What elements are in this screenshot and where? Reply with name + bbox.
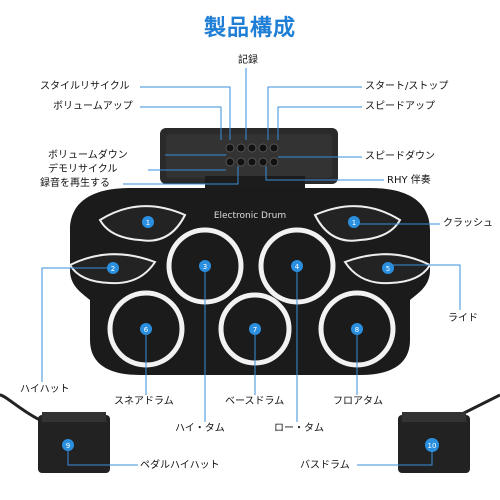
label-hihat: ハイハット [20, 384, 70, 395]
svg-text:3: 3 [203, 263, 207, 271]
label-low-tom: ロー・タム [274, 423, 324, 434]
left-pedal-cable [0, 393, 41, 422]
badge-4: 4 [291, 260, 303, 272]
badge-2: 2 [107, 262, 119, 274]
svg-text:1: 1 [146, 219, 150, 227]
label-snare: スネアドラム [114, 396, 174, 407]
svg-text:8: 8 [355, 326, 359, 334]
label-floor-tom: フロアタム [333, 396, 383, 407]
pad-brand-label: Electronic Drum [214, 211, 286, 221]
page-title: 製品構成 [203, 16, 296, 41]
svg-text:5: 5 [386, 265, 390, 273]
left-pedal [38, 412, 110, 473]
svg-text:2: 2 [111, 265, 115, 273]
badge-5: 5 [382, 262, 394, 274]
label-play-recording: 録音を再生する [40, 178, 110, 189]
label-style-recycle: スタイルリサイクル [40, 81, 130, 92]
label-crash: クラッシュ [443, 218, 493, 229]
label-volume-down: ボリュームダウン [48, 150, 128, 161]
svg-text:10: 10 [428, 442, 437, 450]
svg-text:6: 6 [144, 326, 149, 334]
label-demo-recycle: デモリサイクル [48, 164, 118, 175]
label-speed-up: スピードアップ [365, 101, 435, 112]
svg-text:1: 1 [352, 219, 356, 227]
badge-8: 8 [351, 323, 363, 335]
label-volume-up: ボリュームアップ [53, 101, 133, 112]
badge-9: 9 [62, 439, 74, 451]
label-bass-drum: バスドラム [300, 460, 350, 471]
badge-10: 10 [425, 438, 439, 452]
svg-text:4: 4 [295, 263, 300, 271]
svg-text:7: 7 [253, 326, 257, 334]
badge-1: 1 [142, 216, 154, 228]
badge-6: 6 [140, 323, 152, 335]
badge-7: 7 [249, 323, 261, 335]
label-rhy: RHY 伴奏 [387, 175, 431, 186]
label-pedal-hihat: ペダルハイハット [140, 460, 220, 471]
control-buttons [225, 143, 279, 167]
label-speed-down: スピードダウン [365, 151, 435, 162]
label-bass: ベースドラム [225, 396, 285, 407]
label-record: 記録 [238, 55, 258, 66]
svg-text:9: 9 [66, 442, 70, 450]
label-high-tom: ハイ・タム [175, 423, 225, 434]
label-ride: ライド [448, 313, 478, 324]
badge-3: 3 [199, 260, 211, 272]
label-start-stop: スタート/ストップ [365, 81, 449, 92]
badge-1-right: 1 [348, 216, 360, 228]
